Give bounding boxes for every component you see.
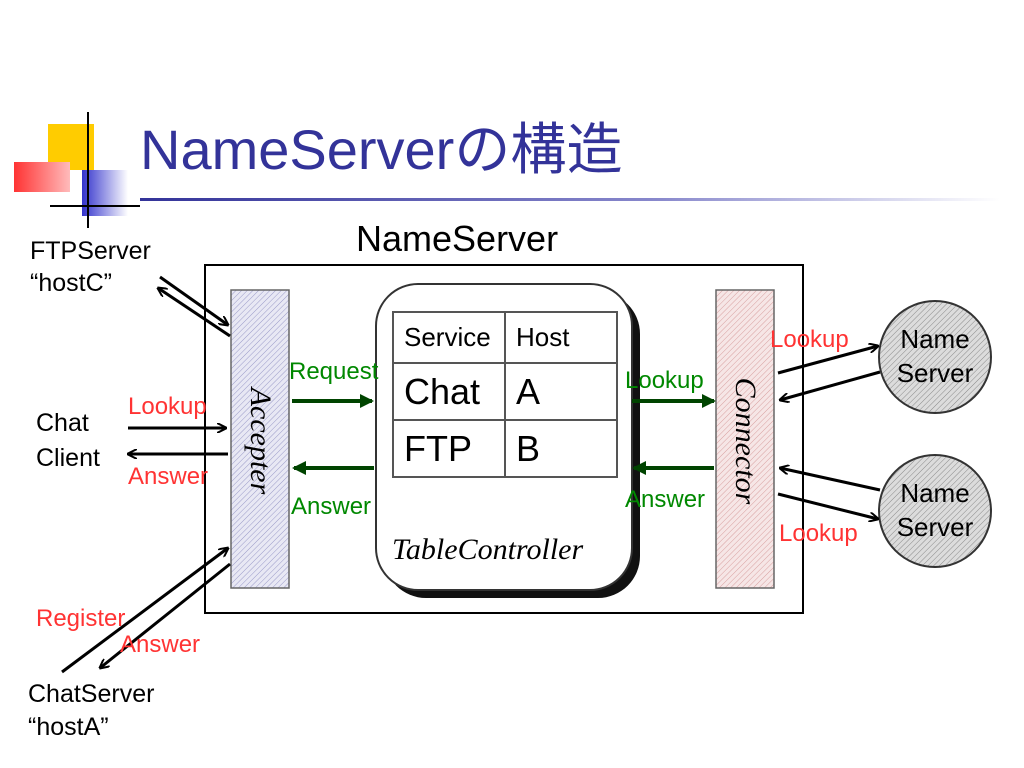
lookup-inner-label: Lookup — [625, 367, 704, 394]
chat-server-name: ChatServer — [28, 680, 155, 708]
table-cell-host: A — [504, 362, 618, 421]
connector-label: Connector — [729, 377, 762, 505]
chat-server-host: “hostA” — [28, 713, 109, 741]
request-label: Request — [289, 358, 379, 385]
name-server-2-node — [878, 454, 992, 568]
table-controller-label: TableController — [392, 533, 584, 566]
answer-register-arrow — [100, 562, 231, 668]
name-server-1-node — [878, 300, 992, 414]
name-server-2-label: Name Server — [880, 477, 990, 545]
table-cell-host: B — [504, 419, 618, 478]
ftp-arrow-out — [158, 288, 231, 338]
ftp-server-name: FTPServer — [30, 237, 151, 265]
accepter-box — [230, 289, 290, 589]
name-server-2-line2: Server — [896, 511, 974, 542]
register-arrow — [61, 548, 228, 674]
answer-left-label: Answer — [128, 463, 209, 490]
table-row: FTP B — [392, 419, 618, 478]
lookup-ns1-arrow — [777, 346, 878, 375]
answer-inner-label: Answer — [291, 493, 372, 520]
lookup-ns2-arrow — [777, 492, 878, 519]
table-header-service: Service — [392, 311, 506, 364]
service-table: Service Host Chat A FTP B — [392, 311, 618, 478]
answer-conn-label: Answer — [625, 486, 706, 513]
lookup-left-label: Lookup — [128, 393, 207, 420]
lookup-ns2-label: Lookup — [779, 520, 858, 547]
table-header-host: Host — [504, 311, 618, 364]
table-cell-service: FTP — [392, 419, 506, 478]
ftp-arrow-in — [159, 275, 228, 325]
accepter-label: Accepter — [244, 387, 277, 495]
lookup-ns1-label: Lookup — [770, 326, 849, 353]
table-header-row: Service Host — [392, 311, 618, 364]
page-title: NameServerの構造 — [140, 118, 623, 181]
name-server-1-line2: Server — [896, 357, 974, 388]
connector-box — [715, 289, 775, 589]
chat-client-line1: Chat — [36, 409, 89, 437]
table-cell-service: Chat — [392, 362, 506, 421]
table-row: Chat A — [392, 362, 618, 421]
answer-ns1-arrow — [780, 370, 881, 400]
nameserver-box-title: NameServer — [356, 218, 559, 259]
answer-register-label: Answer — [120, 631, 201, 658]
chat-client-line2: Client — [36, 444, 100, 472]
name-server-1-label: Name Server — [880, 323, 990, 391]
ftp-server-host: “hostC” — [30, 269, 112, 297]
register-label: Register — [36, 605, 126, 632]
title-decoration — [14, 112, 1000, 228]
name-server-1-line1: Name — [900, 324, 970, 354]
answer-ns2-arrow — [780, 468, 881, 492]
name-server-2-line1: Name — [900, 478, 970, 508]
